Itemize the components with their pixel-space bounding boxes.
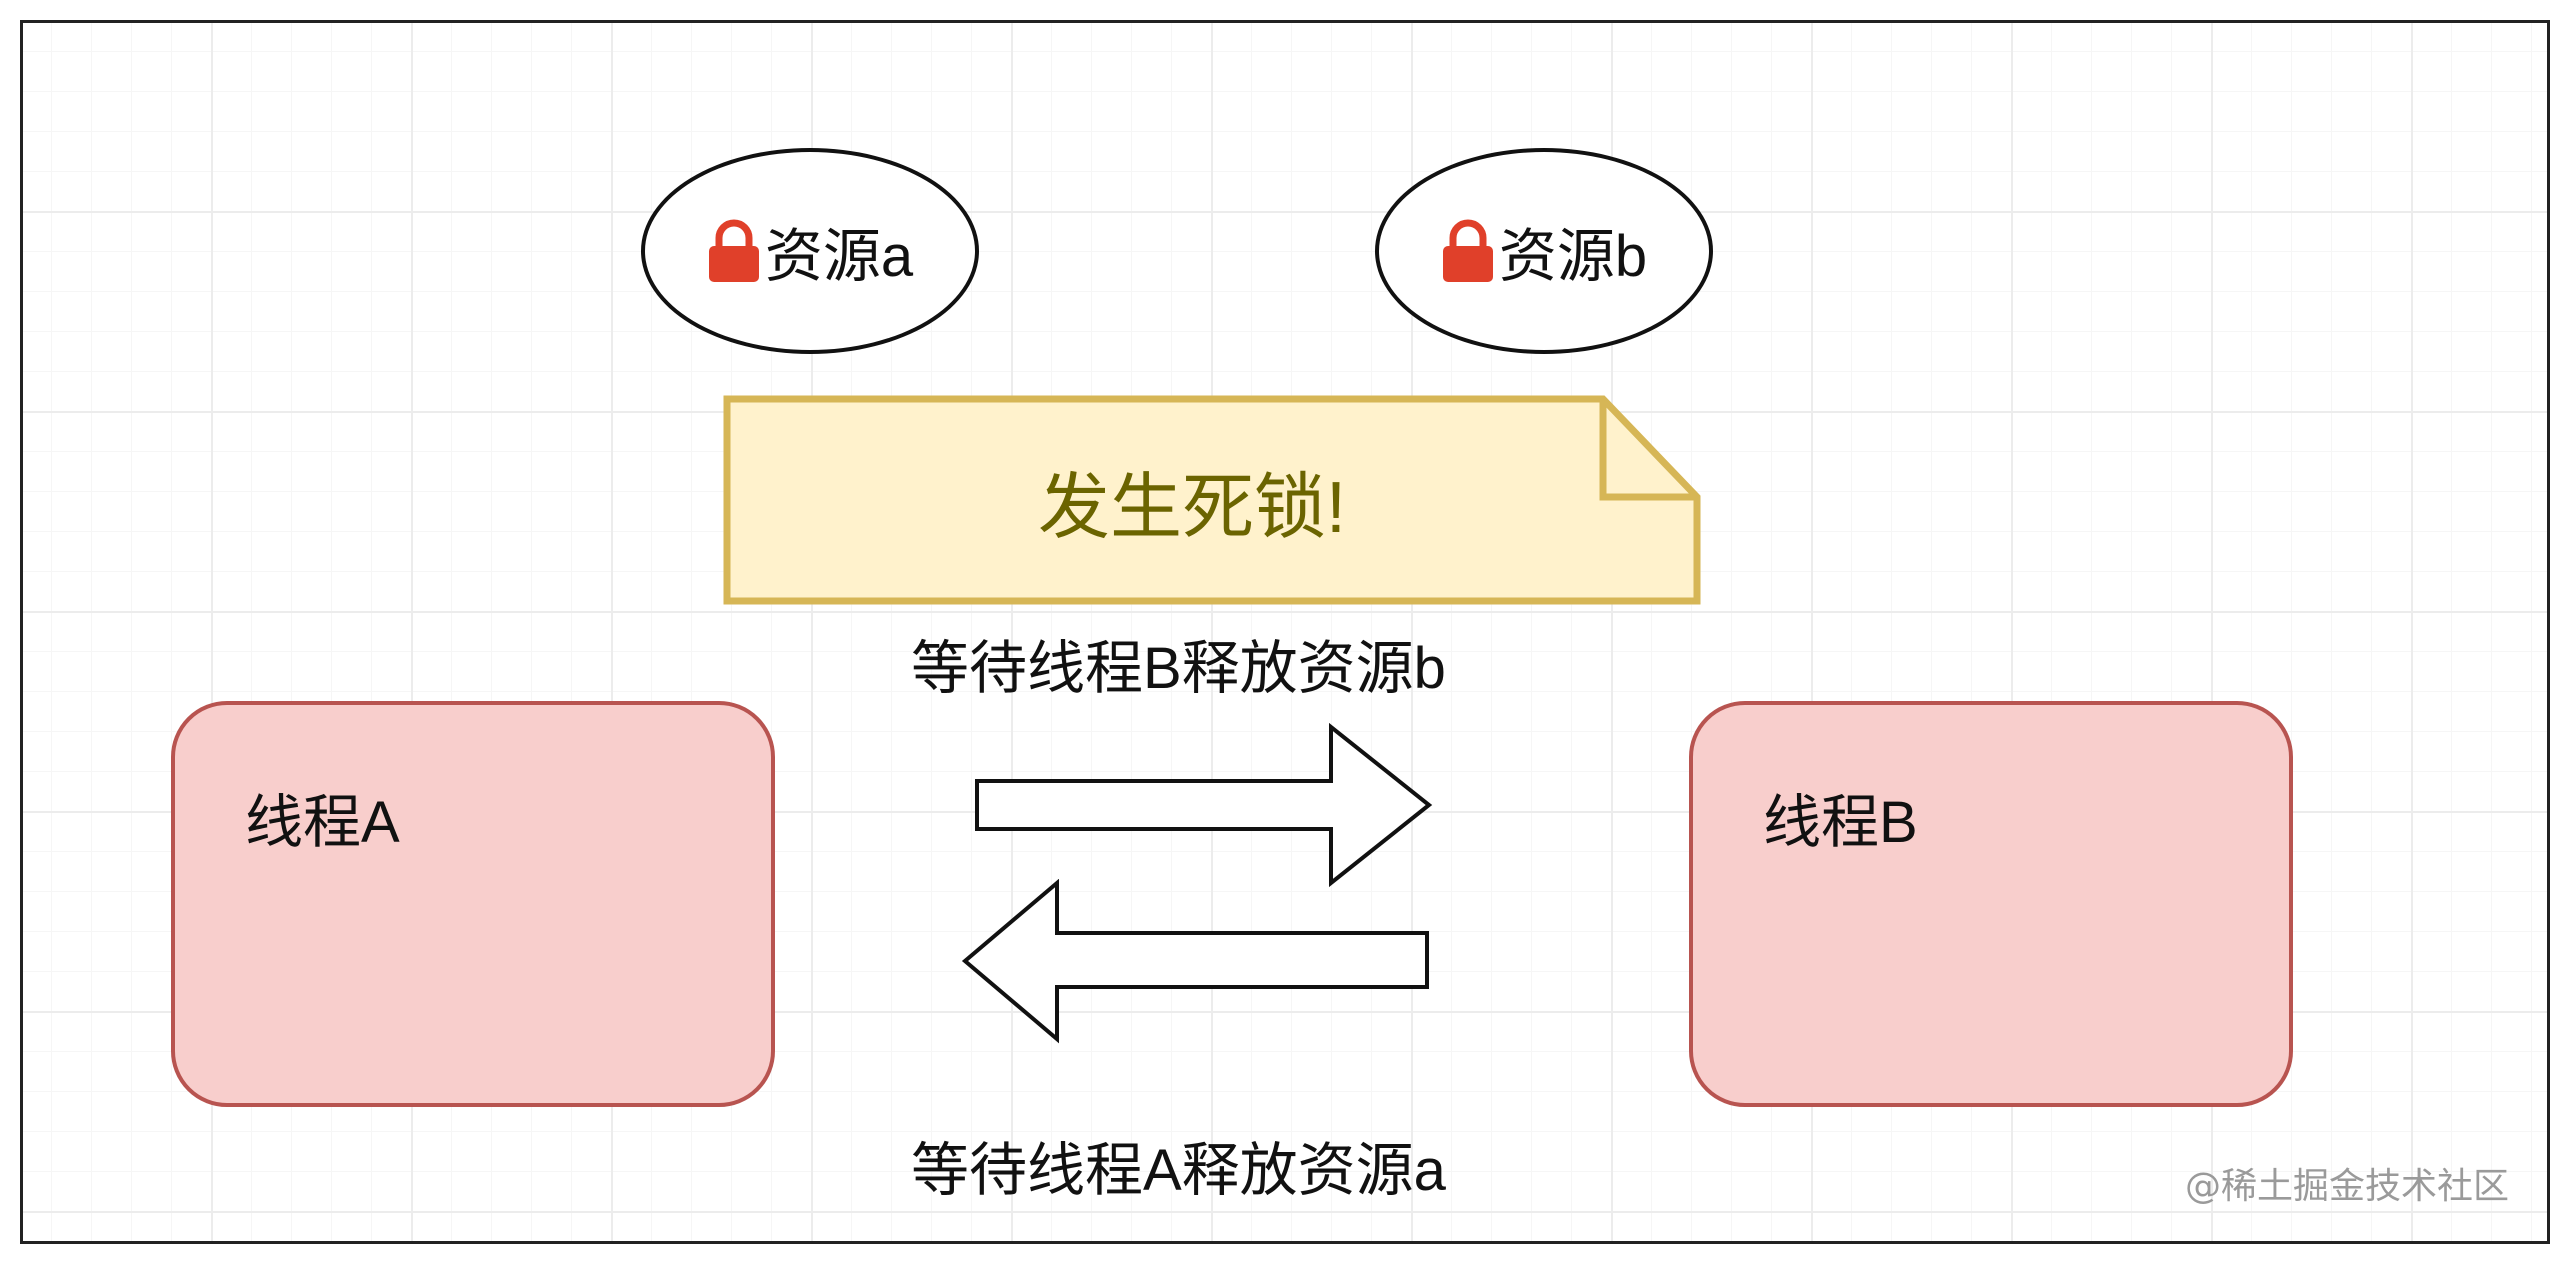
thread-b-label: 线程B [1763, 790, 1918, 855]
resource-b-node[interactable]: 资源b [1375, 148, 1713, 354]
lock-icon [708, 219, 759, 282]
deadlock-note[interactable]: 发生死锁! [723, 395, 1701, 605]
thread-a-label: 线程A [245, 790, 400, 855]
arrow-left-icon[interactable] [961, 879, 1431, 1049]
thread-b-node[interactable]: 线程B [1689, 701, 2293, 1107]
edge-label-wait-a: 等待线程A释放资源a [911, 1138, 1446, 1203]
diagram-canvas: 资源a 资源b 发生死锁! 等待线程B释放资源b 线程A 线程B [20, 20, 2550, 1244]
deadlock-note-text: 发生死锁! [1037, 467, 1346, 548]
resource-a-node[interactable]: 资源a [641, 148, 979, 354]
edge-label-wait-b: 等待线程B释放资源b [911, 636, 1446, 701]
resource-b-label: 资源b [1498, 224, 1648, 289]
arrow-right-icon[interactable] [973, 723, 1443, 893]
thread-a-node[interactable]: 线程A [171, 701, 775, 1107]
lock-icon [1442, 219, 1493, 282]
note-shape [723, 395, 1701, 605]
resource-a-label: 资源a [764, 224, 914, 289]
watermark: @稀土掘金技术社区 [2184, 1166, 2509, 1207]
